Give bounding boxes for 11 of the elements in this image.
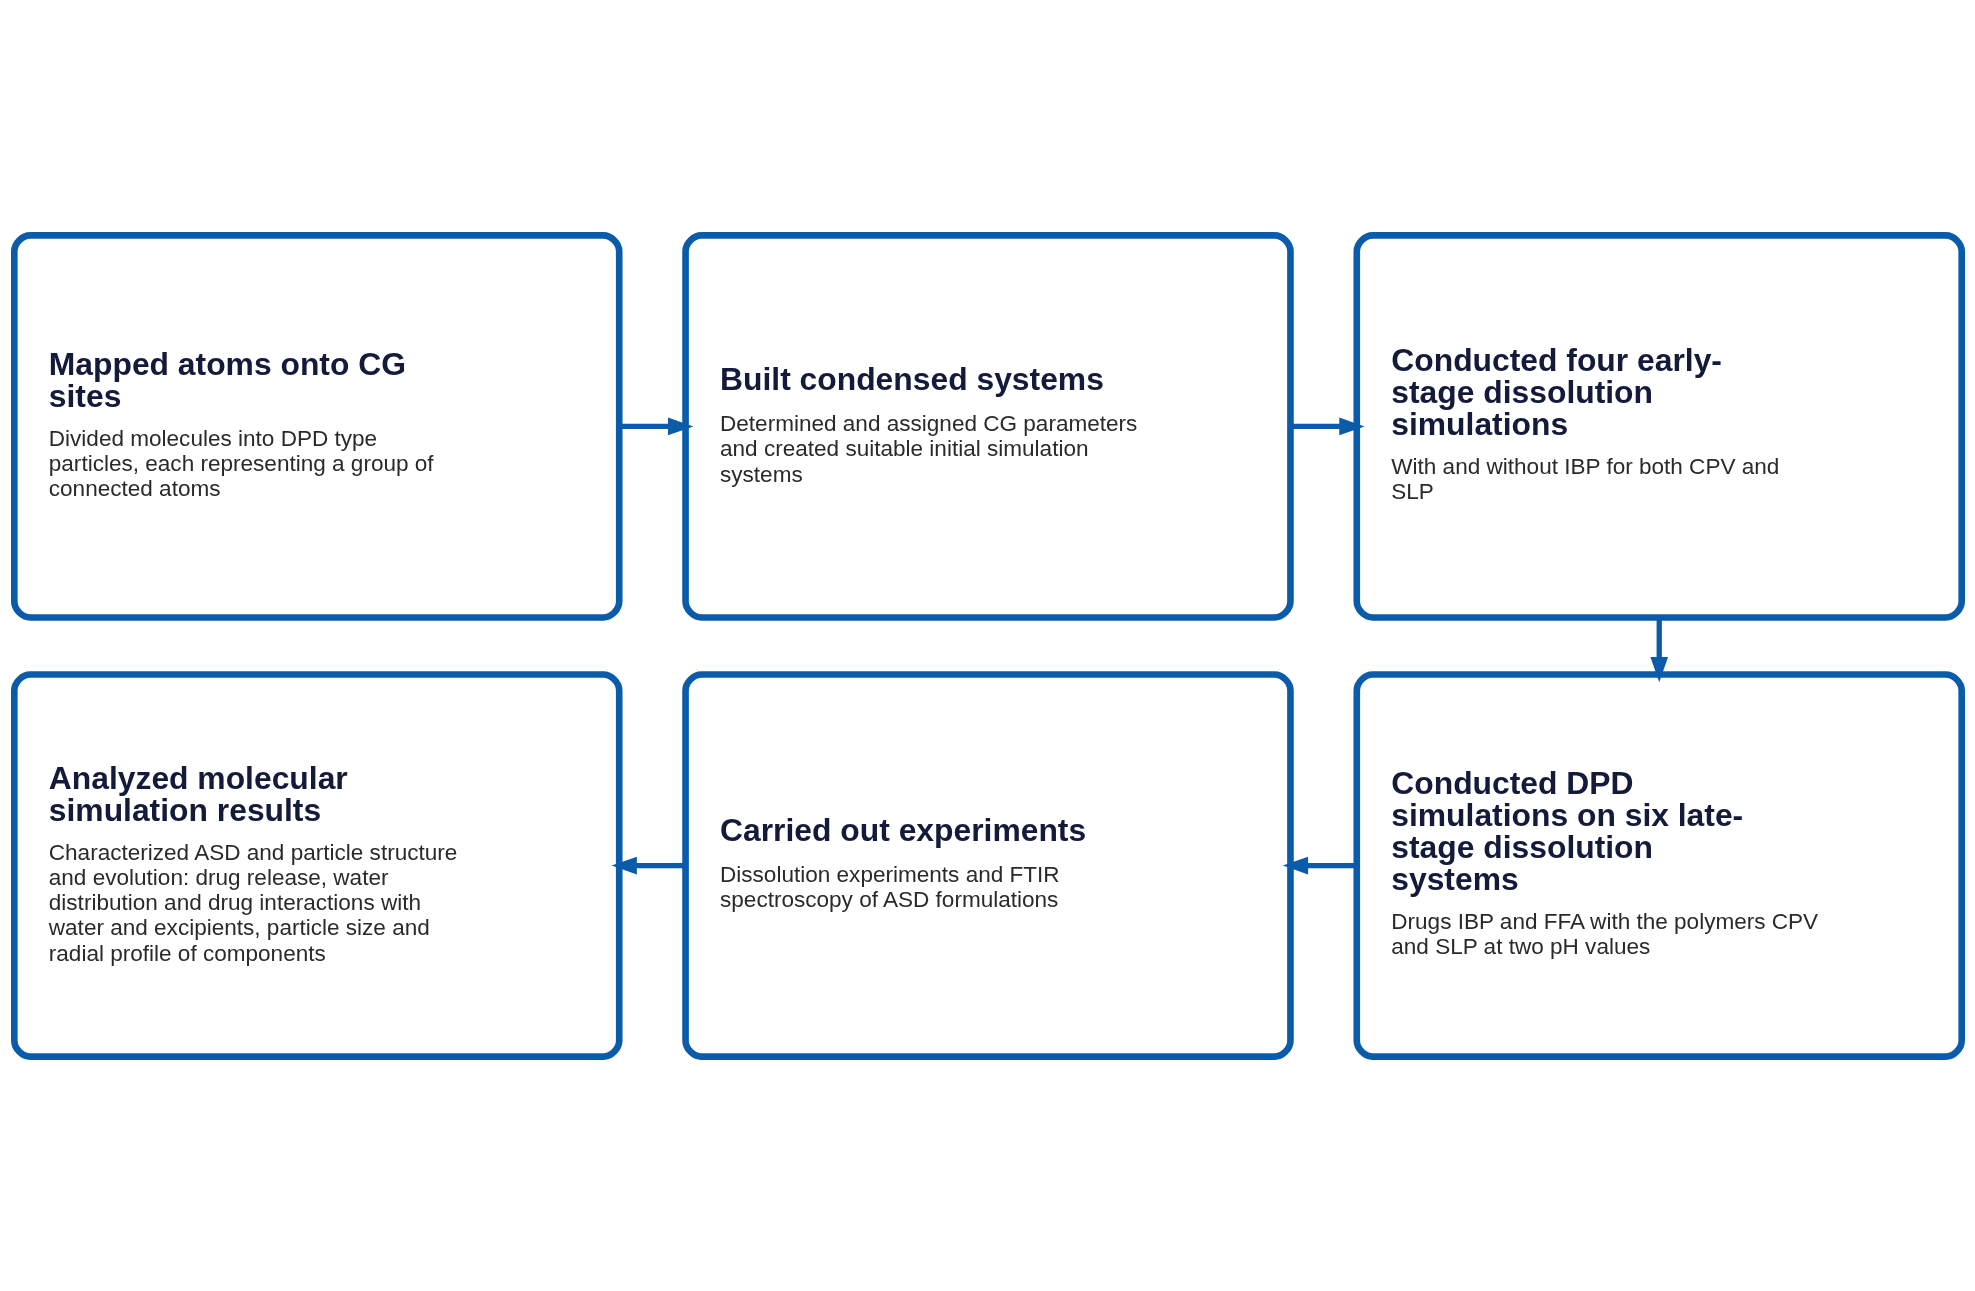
arrow — [1290, 417, 1365, 435]
node-box: Conducted four early-stage dissolution simulations With and without IBP for both CPV and SLP — [1352, 231, 1965, 621]
arrow — [1282, 856, 1356, 874]
node-box: Mapped atoms onto CG sites Divided molecules into DPD type particles, each representing a group of connected atoms — [10, 231, 623, 621]
arrow — [619, 417, 693, 435]
arrow — [1649, 617, 1668, 682]
node-box: Carried out experiments Dissolution experiments and FTIR spectroscopy of ASD formulations — [681, 670, 1294, 1060]
node-box: Built condensed systems Determined and assigned CG parameters and created suitable initial simulation systems — [681, 231, 1294, 621]
arrow — [611, 856, 685, 874]
node-box: Conducted DPD simulations on six late-stage dissolution systems Drugs IBP and FFA with the polymers CPV and SLP at two pH values — [1352, 670, 1965, 1060]
node-box: Analyzed molecular simulation results Characterized ASD and particle structure and evolution: drug release, water distribution and drug interactions with water and excipients, particle size and radial profile of components — [10, 670, 623, 1060]
